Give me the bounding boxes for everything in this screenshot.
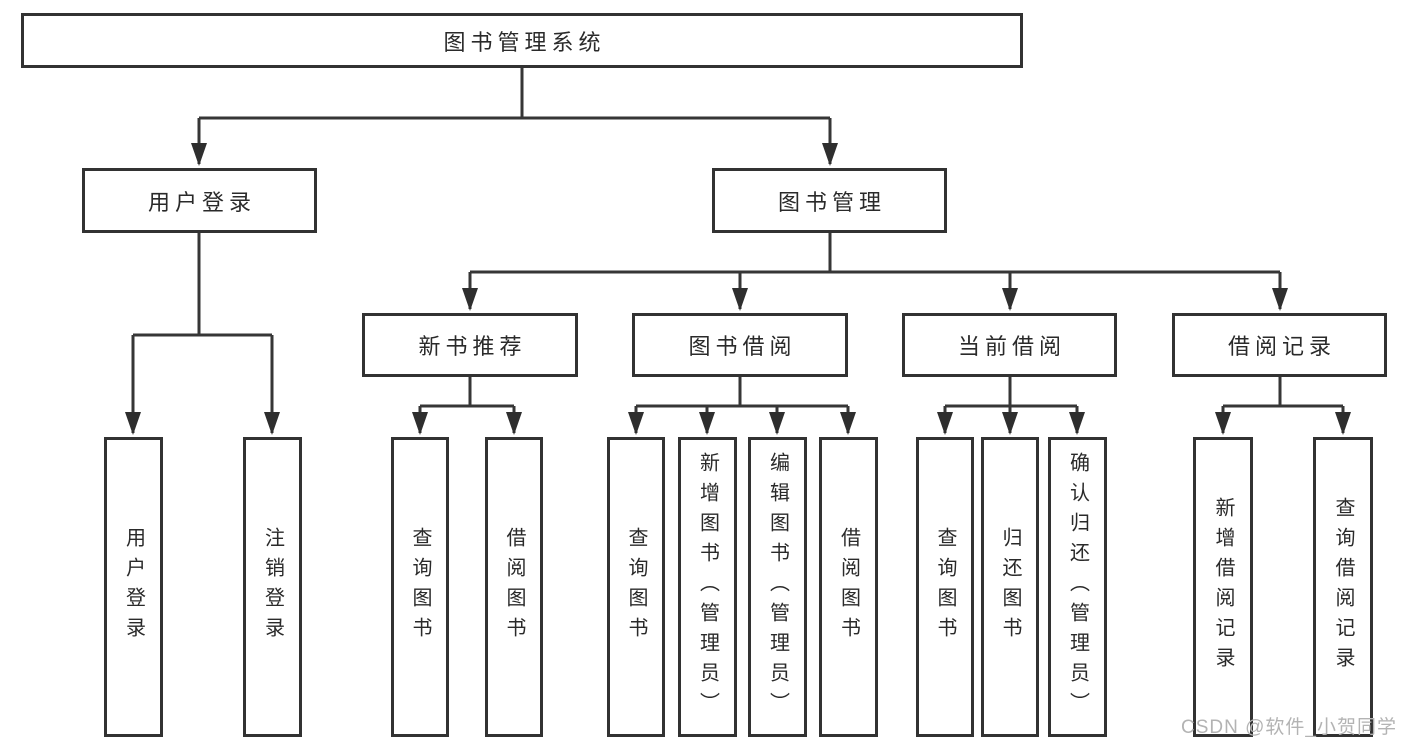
leaf-add-borrow-record: 新增借阅记录 <box>1193 437 1253 737</box>
arrowhead <box>506 412 522 435</box>
node-book-borrow-label: 图书借阅 <box>688 334 797 359</box>
node-root: 图书管理系统 <box>21 13 1023 68</box>
node-book-management: 图书管理 <box>712 168 947 233</box>
arrowhead <box>1272 288 1288 311</box>
arrowhead <box>822 143 838 166</box>
edge-book-borrow-to-leaves <box>634 377 850 433</box>
leaf-add-book-admin-label: 新增图书（管理员） <box>696 452 719 722</box>
edge-borrow-records-to-leaves <box>1221 377 1345 433</box>
edge-book-mgmt-to-level3 <box>468 233 1282 309</box>
leaf-borrow-books-2: 借阅图书 <box>819 437 878 737</box>
leaf-return-book: 归还图书 <box>981 437 1039 737</box>
leaf-query-books-3-label: 查询图书 <box>934 527 956 647</box>
leaf-query-books-2: 查询图书 <box>607 437 665 737</box>
arrowhead <box>264 412 280 435</box>
leaf-query-books-1: 查询图书 <box>391 437 449 737</box>
arrowhead <box>840 412 856 435</box>
node-current-borrow-label: 当前借阅 <box>957 334 1066 359</box>
leaf-query-borrow-record-label: 查询借阅记录 <box>1332 497 1354 677</box>
leaf-borrow-books-1: 借阅图书 <box>485 437 543 737</box>
arrowhead <box>937 412 953 435</box>
node-book-management-label: 图书管理 <box>777 189 886 215</box>
arrowhead <box>732 288 748 311</box>
leaf-logout: 注销登录 <box>243 437 302 737</box>
leaf-add-book-admin: 新增图书（管理员） <box>678 437 737 737</box>
arrowhead <box>1069 412 1085 435</box>
node-user-login: 用户登录 <box>82 168 317 233</box>
leaf-confirm-return-admin: 确认归还（管理员） <box>1048 437 1107 737</box>
node-borrow-records: 借阅记录 <box>1172 313 1387 377</box>
edge-root-to-level2 <box>197 68 832 164</box>
arrowhead <box>699 412 715 435</box>
edge-new-book-to-leaves <box>418 377 516 433</box>
arrowhead <box>462 288 478 311</box>
node-borrow-records-label: 借阅记录 <box>1227 334 1336 359</box>
leaf-query-books-1-label: 查询图书 <box>409 527 431 647</box>
node-root-label: 图书管理系统 <box>443 29 606 55</box>
arrowhead <box>125 412 141 435</box>
leaf-query-books-3: 查询图书 <box>916 437 974 737</box>
csdn-watermark: CSDN @软件_小贺同学 <box>1181 717 1397 738</box>
arrowhead <box>191 143 207 166</box>
arrowhead <box>1215 412 1231 435</box>
node-new-book-recommend: 新书推荐 <box>362 313 578 377</box>
leaf-edit-book-admin-label: 编辑图书（管理员） <box>766 452 789 722</box>
leaf-query-borrow-record: 查询借阅记录 <box>1313 437 1373 737</box>
arrowhead <box>1335 412 1351 435</box>
leaf-confirm-return-admin-label: 确认归还（管理员） <box>1066 452 1089 722</box>
node-current-borrow: 当前借阅 <box>902 313 1117 377</box>
leaf-query-books-2-label: 查询图书 <box>625 527 647 647</box>
leaf-edit-book-admin: 编辑图书（管理员） <box>748 437 807 737</box>
leaf-return-book-label: 归还图书 <box>999 527 1021 647</box>
leaf-user-login-label: 用户登录 <box>122 527 145 647</box>
leaf-logout-label: 注销登录 <box>261 527 284 647</box>
arrowhead <box>769 412 785 435</box>
arrowhead <box>412 412 428 435</box>
edge-user-login-to-leaves <box>131 233 274 433</box>
leaf-borrow-books-2-label: 借阅图书 <box>837 527 860 647</box>
leaf-user-login: 用户登录 <box>104 437 163 737</box>
leaf-borrow-books-1-label: 借阅图书 <box>503 527 525 647</box>
arrowhead <box>628 412 644 435</box>
node-book-borrow: 图书借阅 <box>632 313 848 377</box>
arrowhead <box>1002 288 1018 311</box>
node-user-login-label: 用户登录 <box>147 189 256 215</box>
arrowhead <box>1002 412 1018 435</box>
node-new-book-recommend-label: 新书推荐 <box>418 334 527 359</box>
leaf-add-borrow-record-label: 新增借阅记录 <box>1212 497 1234 677</box>
